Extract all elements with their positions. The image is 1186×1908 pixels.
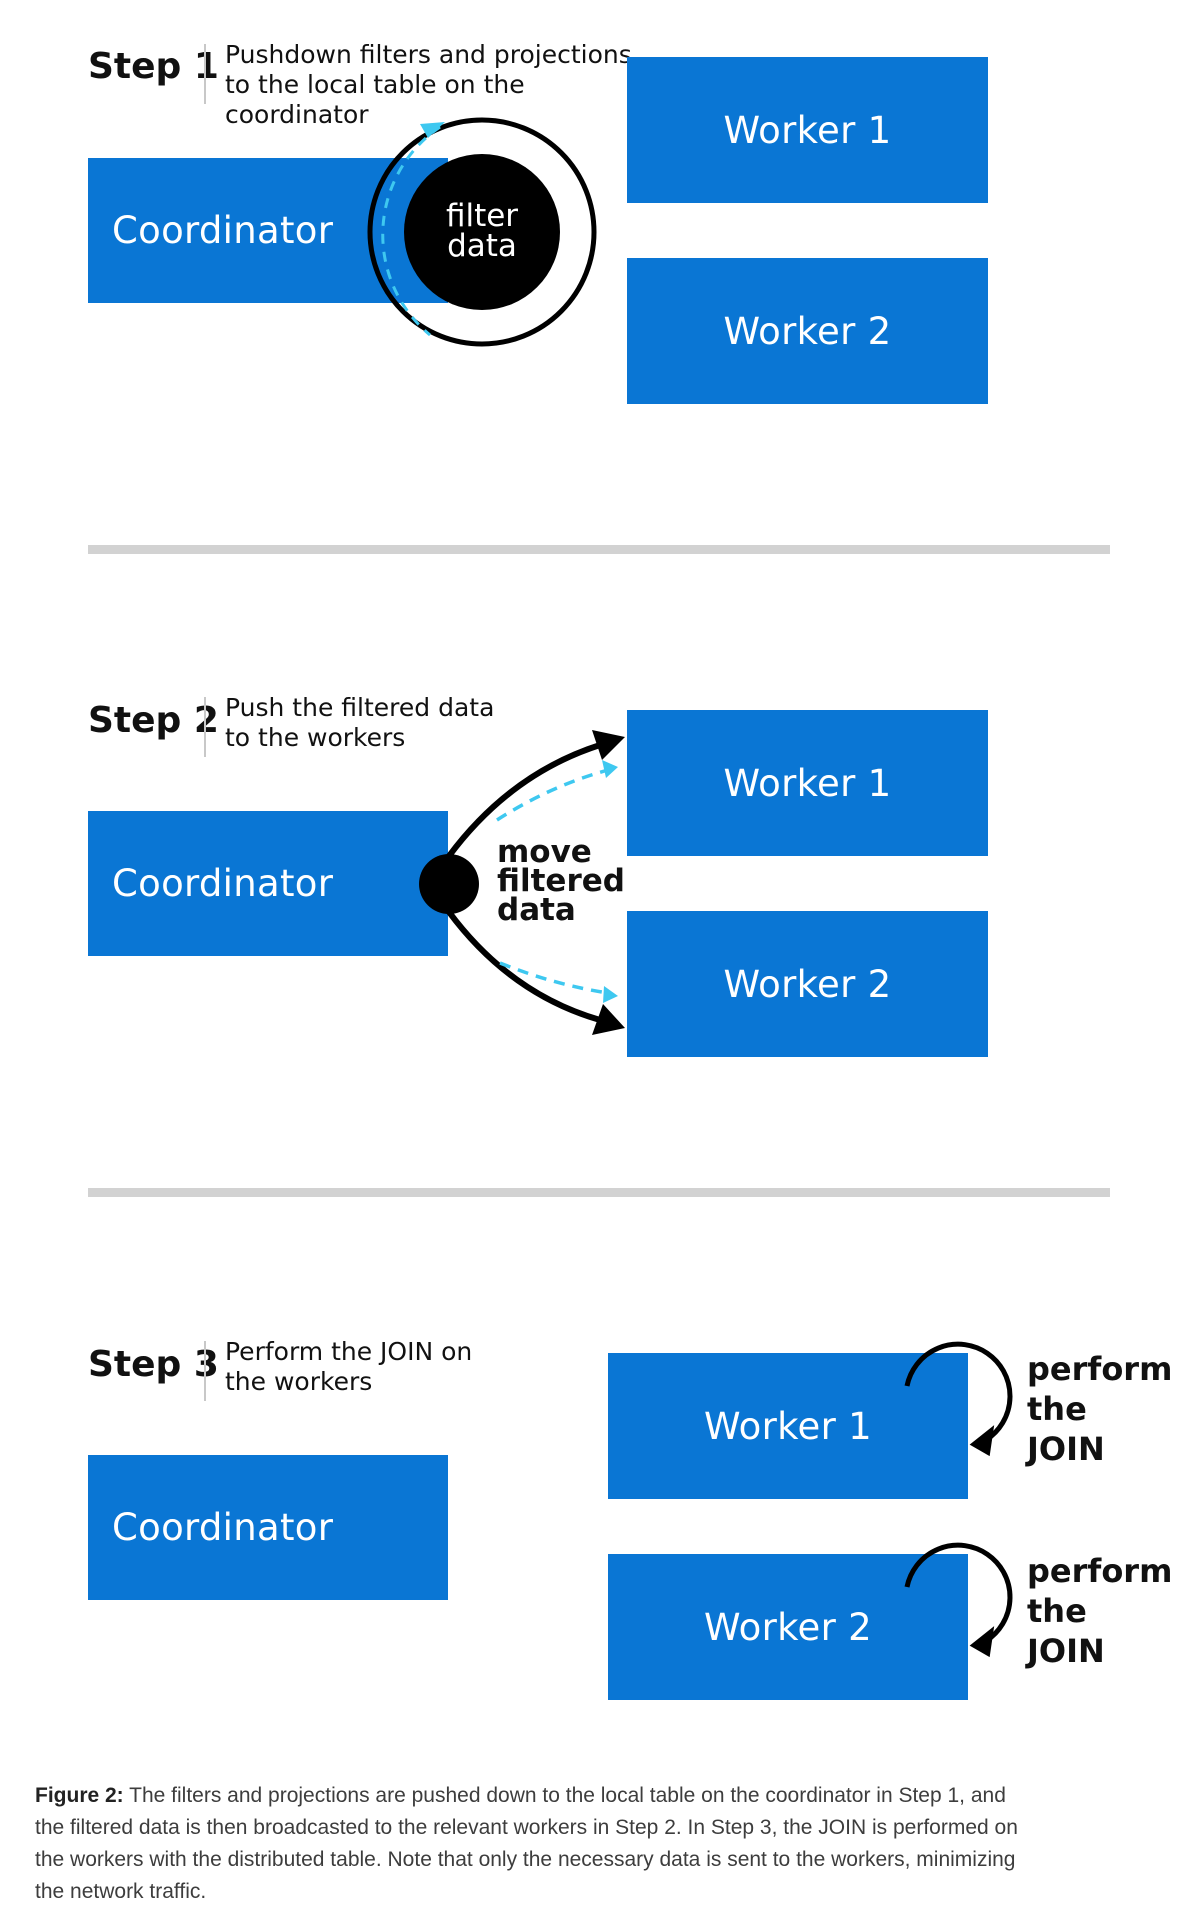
step3-loop-arrow-1 xyxy=(904,1341,1013,1443)
step1-outer-ring xyxy=(367,117,597,347)
step2-divider xyxy=(204,697,206,757)
step3-annotation-1: perform the JOIN xyxy=(1027,1350,1173,1468)
step1-divider xyxy=(204,44,206,104)
step1-worker2-box: Worker 2 xyxy=(627,258,988,404)
step3-description: Perform the JOIN on the workers xyxy=(225,1337,473,1396)
step3-annotation-2: perform the JOIN xyxy=(1027,1552,1173,1670)
step3-loop-head-1 xyxy=(969,1425,995,1457)
section-divider-2 xyxy=(88,1188,1110,1197)
step2-worker2-box: Worker 2 xyxy=(627,911,988,1057)
step3-divider xyxy=(204,1341,206,1401)
step1-dashed-arrowhead xyxy=(420,122,445,138)
step2-dashed-head-1 xyxy=(602,760,618,778)
caption-label: Figure 2: xyxy=(35,1784,124,1807)
step2-annotation: move filtered data xyxy=(497,834,625,928)
step2-source-dot xyxy=(419,854,479,914)
step1-worker1-box: Worker 1 xyxy=(627,57,988,203)
step1-coordinator-box: Coordinator xyxy=(88,158,448,303)
step1-dashed-arc xyxy=(381,125,441,337)
step2-arrowhead-worker2 xyxy=(592,1004,625,1035)
step2-arrow-to-worker1 xyxy=(446,742,601,858)
step2-worker1-box: Worker 1 xyxy=(627,710,988,856)
step2-description: Push the filtered data to the workers xyxy=(225,693,495,752)
step1-circle-text-1: filter xyxy=(446,198,518,234)
section-divider-1 xyxy=(88,545,1110,554)
caption-text: The filters and projections are pushed d… xyxy=(35,1784,1018,1903)
step1-label: Step 1 xyxy=(88,46,219,87)
step1-description: Pushdown filters and projections to the … xyxy=(225,40,632,129)
step2-arrowhead-worker1 xyxy=(592,730,625,760)
step1-circle-text-2: data xyxy=(447,228,517,264)
step3-label: Step 3 xyxy=(88,1344,219,1385)
step2-label: Step 2 xyxy=(88,700,219,741)
figure-caption: Figure 2: The filters and projections ar… xyxy=(35,1780,1035,1908)
step2-arrow-to-worker2 xyxy=(446,910,601,1023)
step2-coordinator-box: Coordinator xyxy=(88,811,448,956)
step1-filter-circle xyxy=(404,154,560,310)
step3-coordinator-box: Coordinator xyxy=(88,1455,448,1600)
step2-dashed-arrow-2 xyxy=(499,961,609,995)
step2-dashed-head-2 xyxy=(603,986,618,1003)
step3-loop-head-2 xyxy=(969,1626,995,1658)
step3-loop-arrow-2 xyxy=(904,1542,1013,1644)
step2-dashed-arrow-1 xyxy=(496,768,609,822)
